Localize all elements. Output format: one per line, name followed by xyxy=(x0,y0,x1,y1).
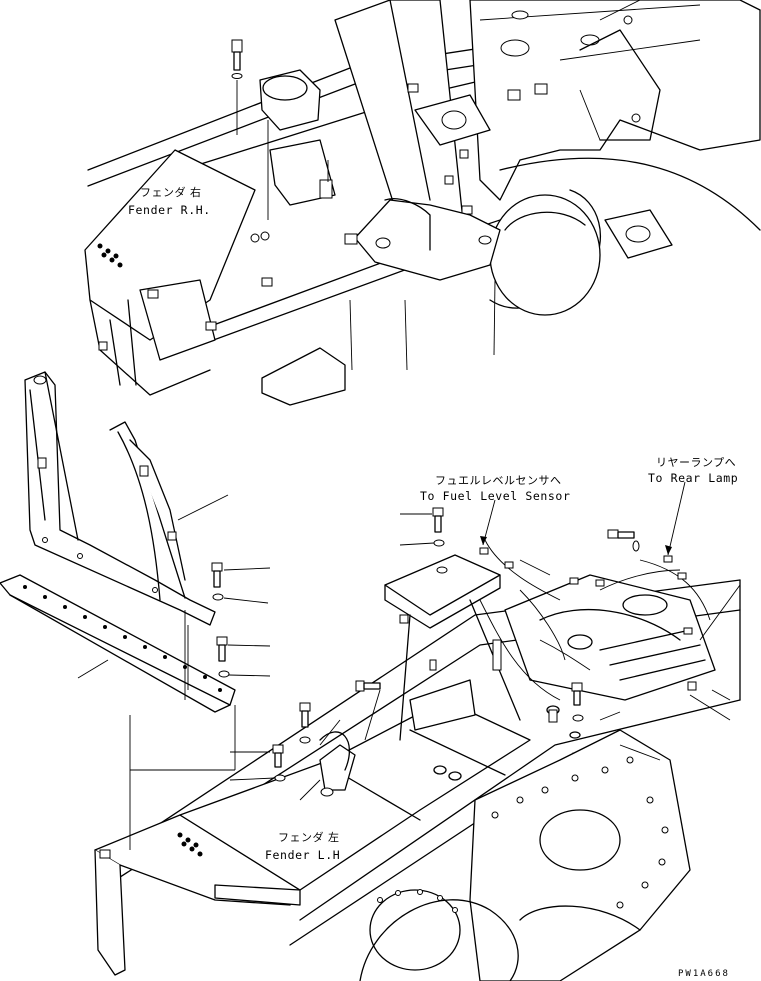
washer-icon xyxy=(218,670,230,678)
rear-lamp-label-jp: リヤーランプへ xyxy=(656,456,736,469)
lower-frame-assembly xyxy=(94,539,741,981)
fuel-sensor-label-jp: フュエルレベルセンサへ xyxy=(435,474,562,487)
washer-icon xyxy=(632,540,640,552)
fender-rh-label-jp: フェンダ 右 xyxy=(140,185,202,199)
bolt-icon xyxy=(211,562,223,588)
fuel-sensor-label-en: To Fuel Level Sensor xyxy=(420,489,570,503)
washer-icon xyxy=(212,593,224,601)
bolt-icon xyxy=(231,39,243,79)
bolt-icon xyxy=(432,507,444,533)
drawing-code: PW1A668 xyxy=(678,969,730,979)
bolt-icon xyxy=(299,702,311,728)
fender-lh-label: フェンダ 左 Fender L.H xyxy=(265,830,340,862)
washer-icon xyxy=(299,736,311,744)
fender-rh-label-en: Fender R.H. xyxy=(128,203,211,217)
bolt-icon xyxy=(272,744,284,768)
support-stand xyxy=(24,371,229,626)
base-plate xyxy=(0,574,236,713)
fasteners-left xyxy=(211,562,271,678)
washer-icon xyxy=(274,774,286,782)
rear-lamp-label-en: To Rear Lamp xyxy=(648,471,738,485)
bolt-icon xyxy=(355,680,381,692)
mount-block xyxy=(261,347,346,406)
washer-icon xyxy=(572,714,584,722)
fender-lh-label-jp: フェンダ 左 xyxy=(278,830,340,844)
fender-rh-label: フェンダ 右 Fender R.H. xyxy=(128,185,211,217)
fender-rh xyxy=(84,149,256,396)
rear-lamp-callout: リヤーランプへ To Rear Lamp xyxy=(648,456,738,485)
upper-frame-assembly xyxy=(87,0,761,371)
fasteners-lower xyxy=(229,481,741,801)
fuel-sensor-callout: フュエルレベルセンサへ To Fuel Level Sensor xyxy=(420,474,570,503)
bolt-icon xyxy=(571,682,583,706)
bolt-icon xyxy=(216,636,228,662)
alignment-lines xyxy=(129,610,236,850)
washer-icon xyxy=(433,539,445,547)
fender-lh-label-en: Fender L.H xyxy=(265,848,340,862)
bolt-icon xyxy=(607,529,635,539)
